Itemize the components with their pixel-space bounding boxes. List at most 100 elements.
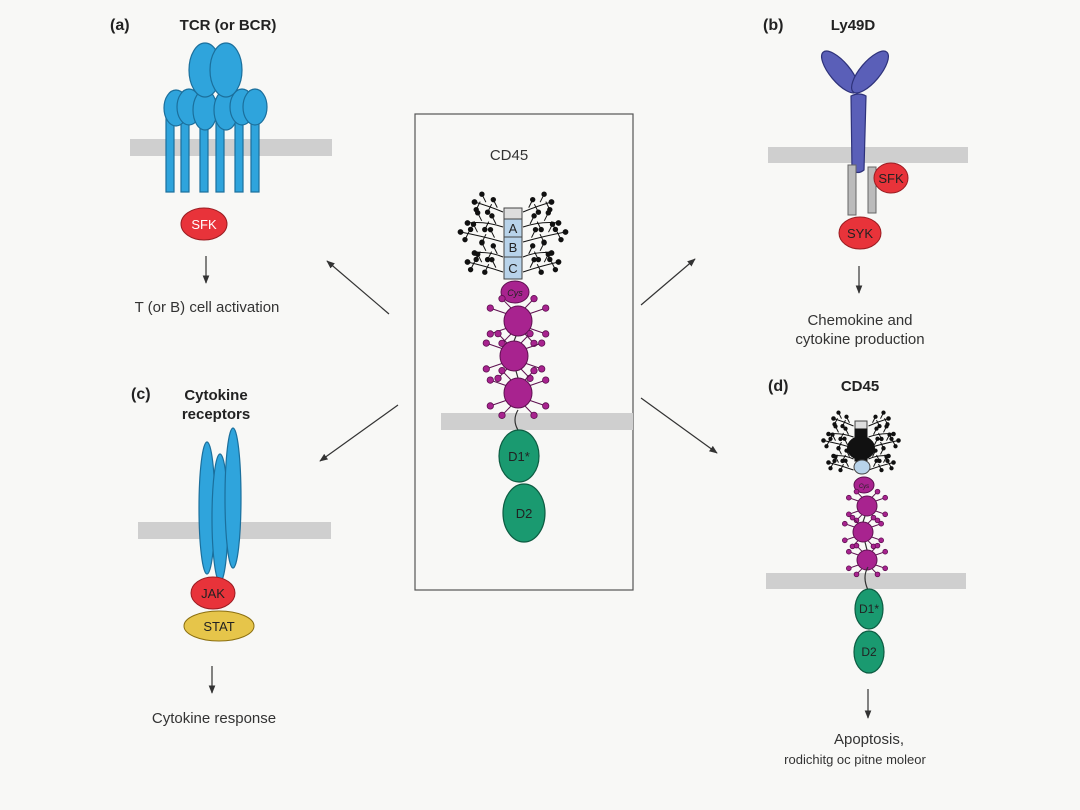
fn3-spike-dot — [882, 511, 888, 518]
panel-d-letter: (d) — [768, 378, 788, 395]
glycan-dot — [464, 220, 471, 226]
center-membrane — [441, 413, 633, 430]
arrow-down-left-icon — [319, 404, 399, 462]
fn3-spike-dot — [882, 494, 888, 501]
glycan-dot — [842, 436, 847, 441]
glycan-dot — [555, 220, 562, 226]
fn3-spike-dot — [498, 367, 506, 375]
panel-a-title: TCR (or BCR) — [180, 17, 277, 34]
glycan-dot — [531, 256, 537, 263]
glycan-dot — [874, 426, 879, 431]
glycan-dot — [530, 196, 536, 203]
fn3-spike-dot — [853, 571, 860, 578]
cys-domain-d — [853, 476, 875, 494]
glycan-dot — [886, 416, 891, 421]
panel-c-outcome: Cytokine response — [152, 710, 276, 727]
glycan-dot — [462, 236, 468, 243]
glycan-dot — [885, 458, 890, 463]
fn3-spike-dot — [542, 304, 550, 312]
ligand-blob — [847, 436, 875, 460]
glycan-dot — [535, 256, 542, 263]
glycan-branch — [522, 261, 559, 273]
fn3-domain — [503, 377, 533, 409]
glycan-dot — [467, 226, 474, 233]
glycan-dot — [843, 458, 848, 463]
cytokine-receptor — [198, 427, 242, 583]
glycan-dot — [821, 438, 826, 443]
glycan-chains-d — [821, 410, 901, 473]
fn3-domain — [856, 495, 878, 517]
glycan-dot — [531, 213, 537, 219]
glycan-dot — [464, 259, 471, 265]
fn3-domains — [482, 295, 550, 419]
fn3-domains-d — [842, 488, 888, 578]
glycan-dot — [490, 196, 496, 203]
glycan-dot — [844, 414, 849, 419]
panel-d-title: CD45 — [841, 378, 879, 395]
stat-factor — [183, 610, 255, 642]
glycan-dot — [487, 226, 494, 233]
glycan-branch — [460, 231, 504, 243]
fn3-spike-dot — [874, 542, 881, 549]
fn3-spike-dot — [530, 295, 538, 303]
fn3-spike-dot — [870, 514, 877, 521]
glycan-dot — [538, 226, 544, 233]
panel-d-outcome-line2: rodichitg oc pitne moleor — [784, 752, 926, 767]
d2-label-d: D2 — [861, 645, 877, 659]
panel-c-title-line2: receptors — [182, 406, 250, 423]
fn3-spike-dot — [542, 376, 550, 384]
center-box — [414, 113, 634, 591]
glycan-dot — [881, 446, 886, 451]
glycan-dot — [473, 256, 479, 263]
glycan-dot — [555, 259, 562, 265]
panel-d: (d) CD45 Cys D1* D2 Apoptosis, rodichitg… — [766, 378, 966, 767]
glycan-dot — [482, 226, 488, 233]
glycan-dot — [889, 466, 894, 471]
glycan-dot — [877, 423, 882, 429]
fn3-spike-dot — [498, 295, 506, 303]
glycan-dot — [832, 458, 837, 463]
fn3-spike-dot — [494, 374, 502, 382]
fn3-spike-dot — [486, 304, 494, 312]
fn3-spike-dot — [853, 542, 860, 549]
glycan-dot — [479, 191, 485, 197]
fn3-spike-dot — [486, 376, 494, 384]
glycan-dot — [838, 436, 843, 442]
transmembrane-segment — [514, 409, 519, 431]
d2-domain — [502, 483, 546, 543]
fn3-spike-dot — [874, 571, 881, 578]
stat-label: STAT — [203, 619, 234, 634]
d2-domain-d — [853, 630, 885, 674]
glycan-dot — [541, 240, 547, 246]
fn3-linker — [862, 515, 866, 523]
syk-kinase — [838, 216, 882, 250]
fn3-linker — [513, 335, 517, 342]
sfk-label: SFK — [191, 217, 217, 232]
tcr-complex — [163, 42, 268, 193]
glycan-dot — [874, 458, 879, 463]
glycan-dot — [843, 426, 848, 431]
glycan-dot — [873, 414, 878, 419]
exon-a-label: A — [509, 221, 518, 236]
glycan-dot — [482, 269, 488, 275]
glycan-chains — [457, 191, 569, 275]
fn3-domain — [856, 549, 878, 571]
fn3-spike-dot — [882, 565, 888, 572]
glycan-dot — [532, 226, 539, 233]
glycan-dot — [549, 221, 556, 227]
fn3-spike-dot — [530, 411, 538, 419]
fn3-spike-dot — [482, 365, 490, 373]
glycan-dot — [826, 431, 831, 437]
glycan-dot — [562, 229, 569, 235]
glycan-dot — [541, 191, 547, 197]
fn3-spike-dot — [538, 339, 546, 347]
glycan-dot — [838, 467, 843, 473]
panel-c-letter: (c) — [131, 386, 151, 403]
glycan-dot — [545, 210, 551, 216]
fn3-spike-dot — [853, 517, 860, 524]
d1-domain — [498, 429, 540, 483]
fn3-spike-dot — [846, 548, 852, 555]
jak-kinase — [190, 576, 236, 610]
glycan-dot — [490, 243, 496, 249]
glycan-dot — [489, 213, 495, 219]
